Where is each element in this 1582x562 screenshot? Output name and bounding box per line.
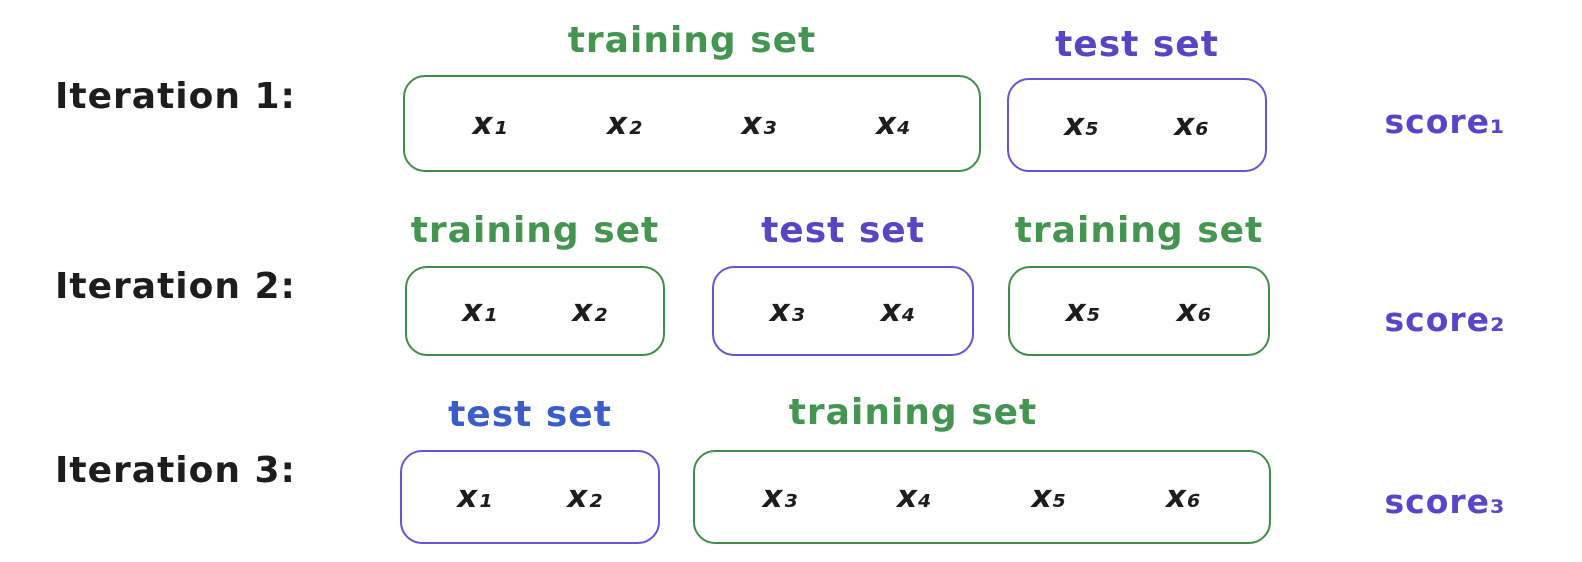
sample-x1: x₁ [462,293,498,329]
iteration-1-label: Iteration 1: [55,76,296,117]
training-set-box: x₃ x₄ x₅ x₆ [693,450,1271,544]
training-set-box: x₁ x₂ [405,266,665,356]
test-set-box: x₃ x₄ [712,266,974,356]
test-set-box: x₅ x₆ [1007,78,1267,172]
sample-x6: x₆ [1174,107,1210,143]
score-2-label: score₂ [1384,300,1506,339]
test-set-label: test set [448,394,612,435]
sample-x3: x₃ [762,479,799,515]
sample-x1: x₁ [457,479,493,515]
score-1-label: score₁ [1384,102,1506,141]
sample-x6: x₆ [1176,293,1213,329]
training-set-label: training set [1014,210,1264,251]
sample-x6: x₆ [1165,479,1202,515]
sample-x5: x₅ [1065,293,1102,329]
sample-x4: x₄ [880,293,917,329]
sample-x4: x₄ [896,479,933,515]
sample-x3: x₃ [741,105,778,142]
training-set-box: x₁ x₂ x₃ x₄ [403,75,981,172]
sample-x4: x₄ [875,105,912,142]
test-set-box: x₁ x₂ [400,450,660,544]
iteration-3-label: Iteration 3: [55,450,296,491]
sample-x1: x₁ [472,105,509,142]
training-set-label: training set [410,210,660,251]
score-3-label: score₃ [1384,482,1506,521]
sample-x2: x₂ [606,105,643,142]
sample-x3: x₃ [769,293,806,329]
training-set-box: x₅ x₆ [1008,266,1270,356]
sample-x2: x₂ [572,293,608,329]
sample-x5: x₅ [1064,107,1100,143]
training-set-label: training set [788,392,1038,433]
training-set-label: training set [567,20,817,61]
sample-x2: x₂ [567,479,603,515]
test-set-label: test set [1055,24,1219,65]
iteration-2-label: Iteration 2: [55,266,296,307]
test-set-label: test set [761,210,925,251]
sample-x5: x₅ [1031,479,1068,515]
